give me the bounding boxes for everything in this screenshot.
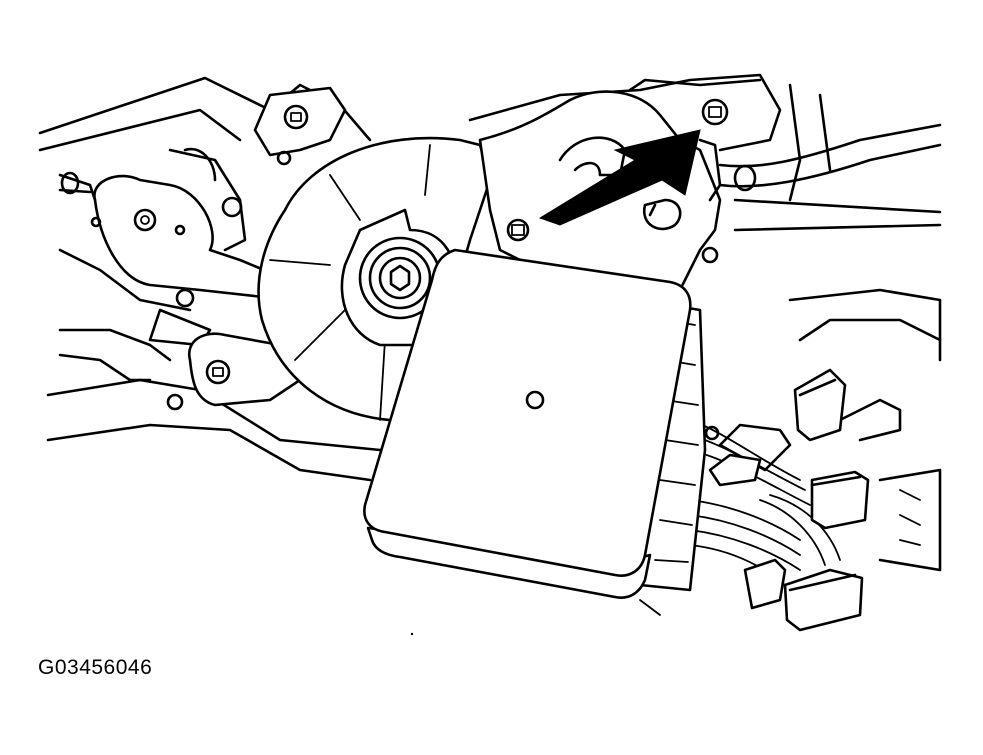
linkage-arm <box>58 147 302 347</box>
panel-outlines <box>38 73 942 572</box>
top-bracket <box>253 86 504 166</box>
figure-id-code: G03456046 <box>38 656 153 679</box>
actuator-module <box>363 248 707 599</box>
wiring-harness <box>689 368 870 632</box>
callout-arrow-icon <box>538 129 701 226</box>
misc-marks <box>174 224 720 636</box>
cable <box>718 123 942 192</box>
